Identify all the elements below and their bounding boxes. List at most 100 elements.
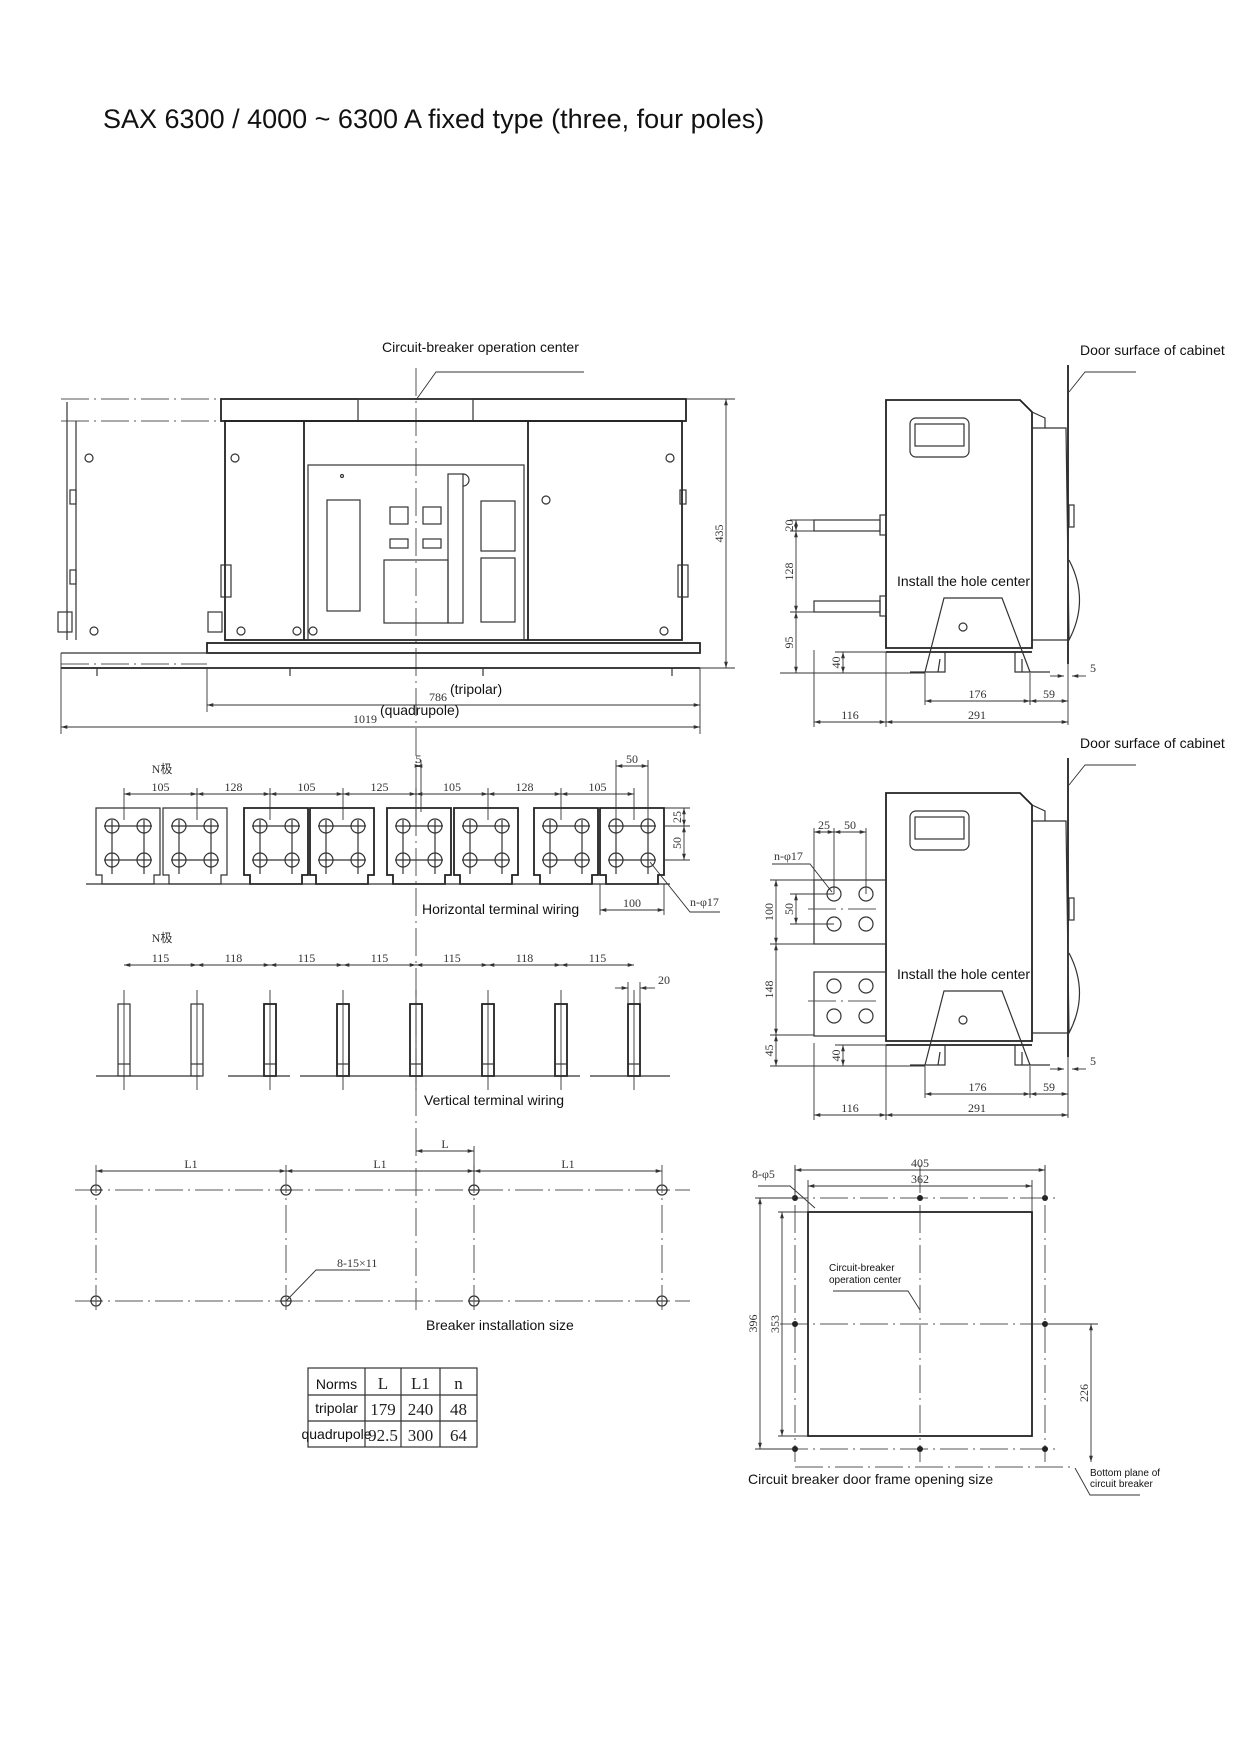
fixing-hole xyxy=(917,1195,923,1201)
install-hole-center-label: Install the hole center xyxy=(897,966,1030,982)
hole-circle xyxy=(541,495,551,505)
table-cell: 64 xyxy=(450,1426,468,1445)
front-cover xyxy=(1032,427,1070,641)
hole-pitch-50-dimension-value: 50 xyxy=(782,903,796,915)
hole-circle xyxy=(858,978,874,994)
handle xyxy=(447,473,464,624)
vertical-wiring-label: Vertical terminal wiring xyxy=(424,1092,564,1108)
pole-spacing-value: 105 xyxy=(298,780,316,794)
height-100-dimension-value: 100 xyxy=(762,903,776,921)
table-header: L1 xyxy=(411,1374,430,1393)
door-surface-label: Door surface of cabinet xyxy=(1080,735,1225,751)
l-dimension-value: L xyxy=(441,1137,448,1151)
front-cover xyxy=(1032,820,1070,1034)
pole-spacing-value: 105 xyxy=(152,780,170,794)
operation-center-label: operation center xyxy=(829,1275,902,1286)
pole-spacing-value: 125 xyxy=(371,780,389,794)
height-226-dimension-value: 226 xyxy=(1077,1384,1091,1402)
pole-spacing-value: 115 xyxy=(298,951,316,965)
leader-line xyxy=(1068,764,1136,786)
plate-width-100-dimension-value: 100 xyxy=(623,896,641,910)
height-148-dimension-value: 148 xyxy=(762,981,776,999)
hole-spec-label: n-φ17 xyxy=(690,895,719,909)
pole-spacing-value: 115 xyxy=(589,951,607,965)
handle-arc xyxy=(1068,952,1081,1034)
hole-circle xyxy=(89,626,99,636)
table-cell: 48 xyxy=(450,1400,467,1419)
hole-circle xyxy=(826,978,842,994)
hole-circle xyxy=(230,453,240,463)
gap-5-value: 5 xyxy=(1090,661,1096,675)
table-cell: tripolar xyxy=(315,1400,358,1416)
offset-5-dimension-value: 5 xyxy=(416,752,422,766)
display-screen xyxy=(914,423,965,447)
button xyxy=(1068,504,1075,528)
window xyxy=(480,557,516,623)
bracket xyxy=(69,569,77,585)
height-20-dimension-value: 20 xyxy=(782,520,796,532)
button xyxy=(389,538,409,549)
depth-291-dimension-value: 291 xyxy=(968,708,986,722)
depth-59-dimension-value: 59 xyxy=(1043,687,1055,701)
leader-line xyxy=(772,863,833,893)
leader-line xyxy=(649,861,720,913)
hole-circle xyxy=(339,473,345,479)
horizontal-wiring-label: Horizontal terminal wiring xyxy=(422,901,579,917)
hole-circle xyxy=(858,1008,874,1024)
handle-arc xyxy=(1068,559,1081,641)
height-40-dimension-value: 40 xyxy=(829,1050,843,1062)
table-header: n xyxy=(454,1374,463,1393)
hole-pitch-50-dimension-value: 50 xyxy=(626,752,638,766)
hole-pitch-50v-dimension-value: 50 xyxy=(670,837,684,849)
hole-circle xyxy=(236,626,246,636)
operation-center-label: Circuit-breaker xyxy=(829,1263,895,1274)
hole-circle xyxy=(665,453,675,463)
height-353-dimension-value: 353 xyxy=(768,1315,782,1333)
l1-dimension-value: L1 xyxy=(184,1157,197,1171)
door-frame-label: Circuit breaker door frame opening size xyxy=(748,1471,993,1487)
operation-center-label: Circuit-breaker operation center xyxy=(382,339,579,355)
install-hole-center-label: Install the hole center xyxy=(897,573,1030,589)
terminal-plate xyxy=(599,807,665,885)
pole-spacing-value: 128 xyxy=(516,780,534,794)
display-screen xyxy=(914,816,965,840)
quadrupole-width-value: 1019 xyxy=(353,712,377,726)
table-header: L xyxy=(378,1374,388,1393)
handle-knob xyxy=(462,473,470,487)
mounting-foot xyxy=(910,1045,946,1066)
window xyxy=(326,499,361,612)
width-362-dimension-value: 362 xyxy=(911,1172,929,1186)
mounting-foot xyxy=(1014,652,1050,673)
height-40-dimension-value: 40 xyxy=(829,657,843,669)
pole-spacing-value: 115 xyxy=(371,951,389,965)
hole-circle xyxy=(826,1008,842,1024)
terminal-plate xyxy=(309,807,375,885)
mounting-hole xyxy=(958,1015,968,1025)
bar-width-20-value: 20 xyxy=(658,973,670,987)
terminal-nut xyxy=(57,611,73,633)
hole-spec-label: n-φ17 xyxy=(774,849,803,863)
base-plate xyxy=(206,642,701,654)
bracket xyxy=(677,564,689,598)
leader-line xyxy=(415,371,584,401)
pole-spacing-value: 118 xyxy=(225,951,243,965)
terminal-plate xyxy=(453,807,519,885)
table-cell: 240 xyxy=(408,1400,434,1419)
offset-25-dimension-value: 25 xyxy=(818,818,830,832)
leader-line xyxy=(758,1185,816,1209)
depth-176-dimension-value: 176 xyxy=(969,1080,987,1094)
pole-spacing-value: 115 xyxy=(152,951,170,965)
table-cell: quadrupole xyxy=(301,1426,371,1442)
norms-table xyxy=(307,1367,478,1448)
display-window xyxy=(909,810,970,851)
leader-line xyxy=(833,1290,921,1311)
l1-dimension-value: L1 xyxy=(561,1157,574,1171)
mounting-foot xyxy=(910,652,946,673)
pole-spacing-value: 105 xyxy=(589,780,607,794)
table-cell: 179 xyxy=(370,1400,396,1419)
mounting-bracket xyxy=(924,597,1031,673)
hole-circle xyxy=(84,453,94,463)
fixing-hole xyxy=(917,1446,923,1452)
terminal-bar xyxy=(813,600,881,613)
height-95-dimension-value: 95 xyxy=(782,637,796,649)
